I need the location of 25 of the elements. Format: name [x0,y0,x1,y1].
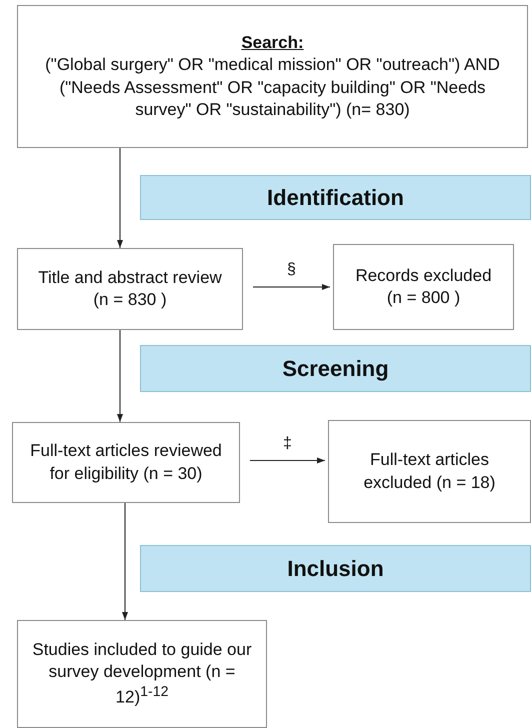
arrow [122,502,128,620]
process-box [328,420,531,523]
box-text: ("Global surgery" OR "medical mission" OR "outreach") AND ("Needs Assessment" OR "capacity building" OR "Needs survey" OR "sustainability") (n= 830) [44,54,501,121]
box-text: Studies included to guide our survey development (n = 12)$^{1-12}$ [32,639,252,709]
arrow [250,458,326,464]
box-text: Full-text articles excluded (n = 18) [362,449,496,494]
section-band [140,545,531,592]
section-title: Screening [282,356,389,382]
section-title: Identification [267,184,404,210]
process-box [17,5,528,148]
process-box [17,248,243,330]
box-text: Records excluded (n = 800 ) [354,264,493,309]
box-text: Title and abstract review (n = 830 ) [37,266,223,311]
section-band [140,175,531,220]
arrow [117,148,123,248]
process-box [12,422,240,503]
section-band [140,345,531,392]
process-box [17,620,267,728]
section-title: Inclusion [287,556,384,582]
arrow [252,284,330,290]
process-box [333,244,514,330]
arrow [117,330,123,422]
box-text: Full-text articles reviewed for eligibility (n = 30) [29,440,223,484]
edge-label: ‡ [281,434,294,452]
box-heading: Search: [241,32,304,54]
